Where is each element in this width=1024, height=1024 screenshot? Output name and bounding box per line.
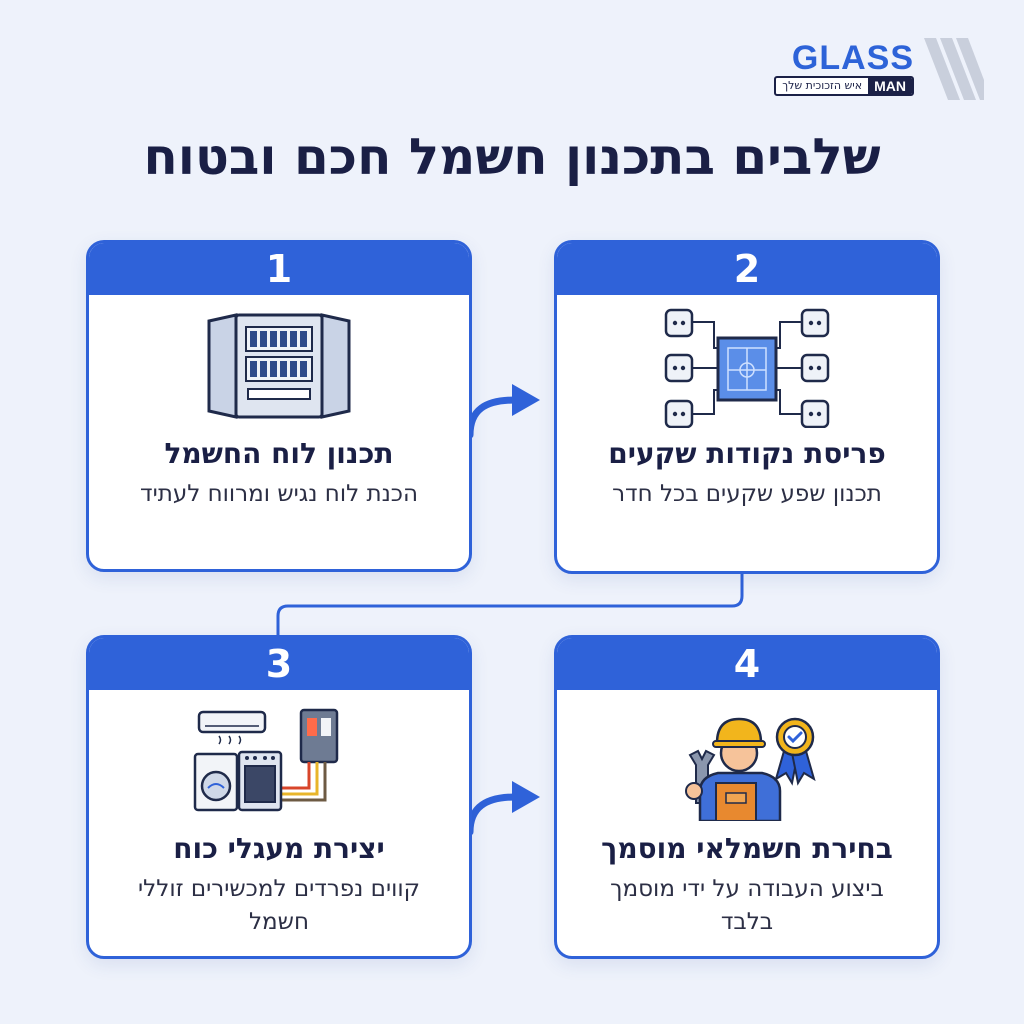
step-card-3: 3 יצירת מעגלי כוח קווים נפרדים למכשירים … [86,635,472,959]
electrical-panel-icon [89,309,469,427]
certified-electrician-icon [557,704,937,822]
step-card-2: 2 פריסת נקודות שקע [554,240,940,574]
step-description: תכנון שפע שקעים בכל חדר [585,478,909,511]
step-card-1: 1 תכנון לוח החשמל הכנת לוח נגיש ומרווח ל… [86,240,472,572]
step-description: ביצוע העבודה על ידי מוסמך בלבד [585,873,909,940]
step-card-4: 4 בחירת חשמלאי מוסמך ביצוע העבודה על ידי… [554,635,940,959]
step-number: 2 [557,243,937,295]
step-description: קווים נפרדים למכשירים זוללי חשמל [117,873,441,940]
step-title: תכנון לוח החשמל [89,437,469,470]
arrow-head-3-4 [512,781,540,813]
connector-arrow-1-2 [470,400,515,435]
step-number: 3 [89,638,469,690]
arrow-head-1-2 [512,384,540,416]
step-title: בחירת חשמלאי מוסמך [557,832,937,865]
step-number: 1 [89,243,469,295]
appliances-circuit-icon [89,704,469,822]
connector-arrow-3-4 [470,797,515,832]
step-description: הכנת לוח נגיש ומרווח לעתיד [117,478,441,511]
outlet-layout-icon [557,309,937,427]
step-number: 4 [557,638,937,690]
step-title: פריסת נקודות שקעים [557,437,937,470]
step-title: יצירת מעגלי כוח [89,832,469,865]
connector-line-2-3 [278,574,742,636]
